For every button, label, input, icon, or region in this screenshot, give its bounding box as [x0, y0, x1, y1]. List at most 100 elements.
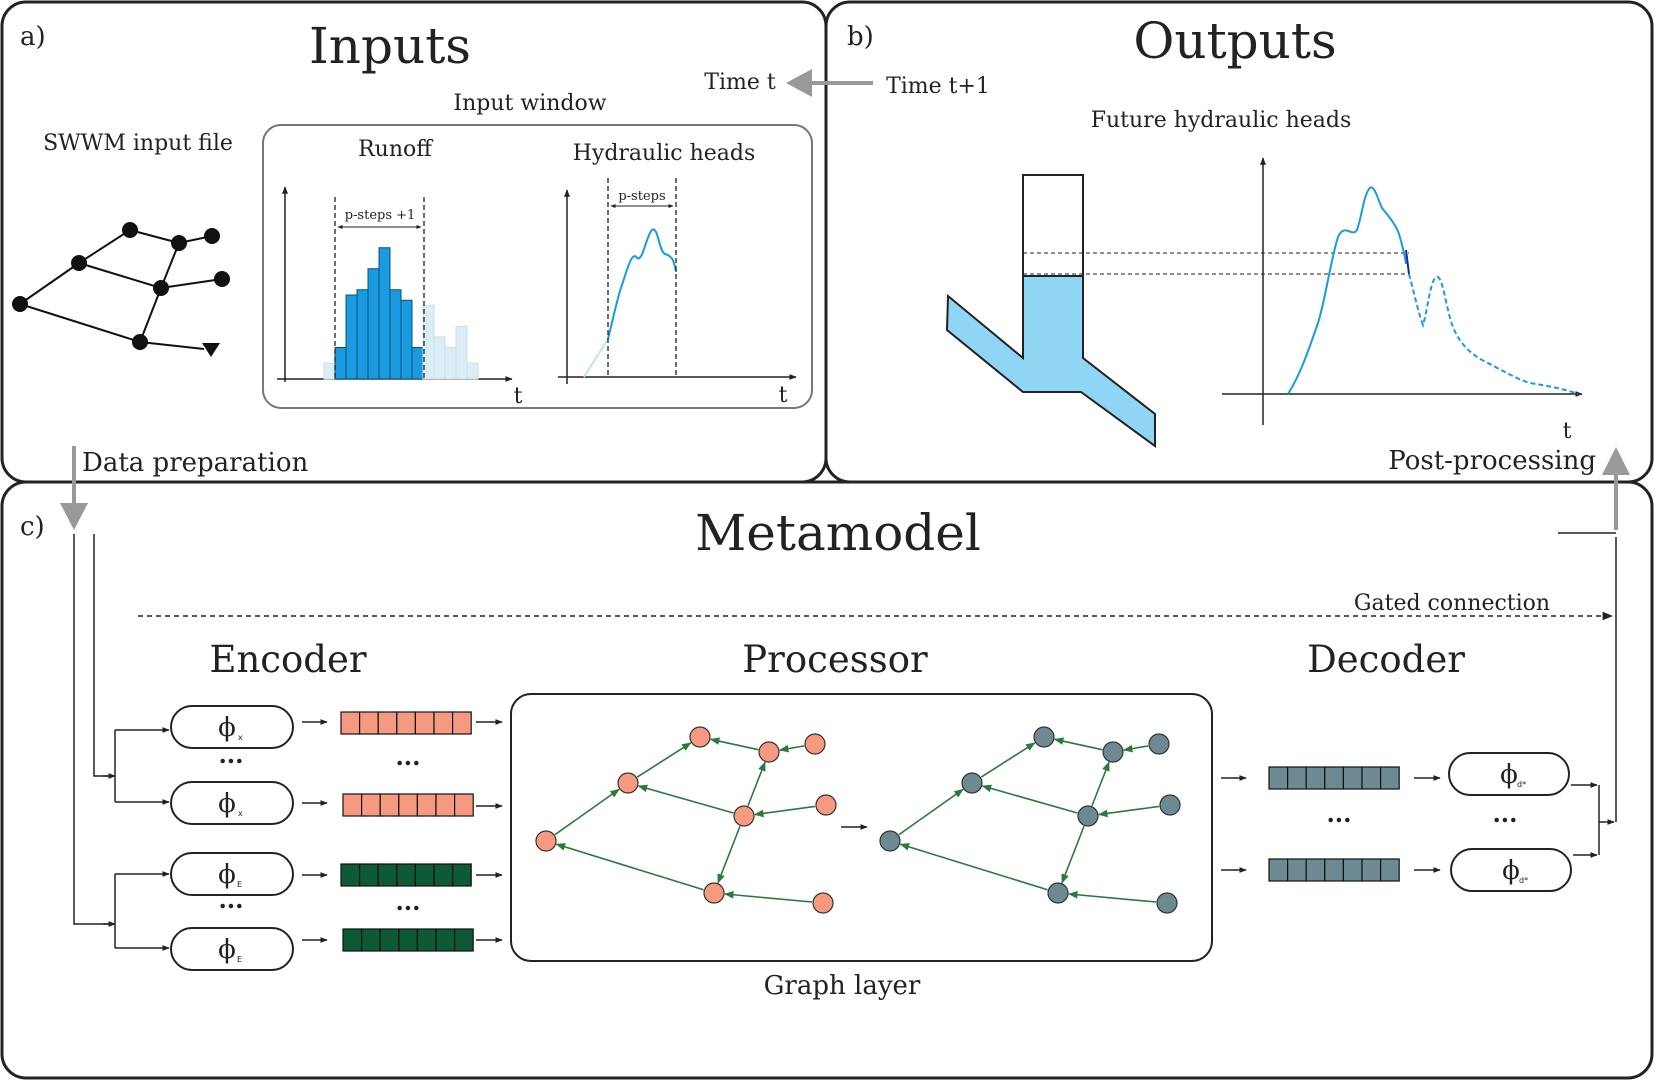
- encoder-arrows: [302, 719, 503, 943]
- decoder-vec-ellipsis: ...: [1326, 799, 1351, 828]
- processor-graph-input: [535, 726, 837, 914]
- feature-vector: [340, 711, 472, 735]
- gated-connection-label: Gated connection: [1354, 591, 1550, 616]
- feature-vector: [1268, 766, 1400, 790]
- future-heads-label: Future hydraulic heads: [1091, 108, 1352, 133]
- feature-vector-cell: [1268, 858, 1289, 882]
- swwm-network: [19, 229, 223, 350]
- time-t1-label: Time t+1: [886, 74, 990, 99]
- graph-edge: [1097, 805, 1160, 818]
- input-window-box: [262, 124, 813, 409]
- graph-node: [1102, 741, 1124, 763]
- feature-vector-cell: [361, 793, 381, 817]
- future-curve-forecast: [1408, 273, 1579, 395]
- encoder-phi-x-1: ϕ x: [170, 705, 294, 749]
- graph-node: [617, 772, 639, 794]
- feature-vector-cell: [342, 793, 363, 817]
- feature-vector-cell: [361, 928, 381, 952]
- data-prep-label: Data preparation: [82, 448, 309, 478]
- graph-edge: [1122, 744, 1149, 753]
- graph-node: [879, 830, 901, 852]
- feature-vector-cell: [1324, 858, 1345, 882]
- graph-edge: [723, 890, 813, 903]
- feature-vector-cell: [379, 928, 400, 952]
- svg-text:ϕ: ϕ: [218, 789, 236, 819]
- runoff-bar: [389, 289, 402, 380]
- graph-edge: [980, 742, 1036, 778]
- feature-vector-cell: [416, 928, 437, 952]
- feature-vector-cell: [1361, 766, 1382, 790]
- runoff-bar: [411, 347, 424, 380]
- feature-vector-cell: [1342, 766, 1363, 790]
- input-window-label: Input window: [453, 91, 606, 116]
- runoff-label: Runoff: [358, 137, 433, 162]
- feature-vector-cell: [1379, 766, 1400, 790]
- graph-node: [703, 882, 725, 904]
- feature-vector-cell: [340, 711, 361, 735]
- graph-node: [758, 741, 780, 763]
- feature-vector-cell: [379, 793, 400, 817]
- feature-vectors: [340, 711, 1400, 952]
- graph-edge: [981, 784, 1078, 814]
- encoder-phi-ellipsis-1: ...: [218, 740, 243, 769]
- graph-edge: [717, 825, 741, 884]
- graph-edge: [1061, 825, 1085, 884]
- graph-node: [1033, 726, 1055, 748]
- svg-text:E: E: [237, 955, 242, 964]
- runoff-bar: [323, 362, 336, 380]
- feature-vector-cell: [377, 863, 398, 887]
- panel-b-title: Outputs: [1133, 12, 1336, 70]
- processor-box: [510, 693, 1213, 962]
- svg-text:ϕ: ϕ: [218, 860, 236, 890]
- feature-vector-cell: [1342, 858, 1363, 882]
- decoder-phi-2: ϕ d*: [1450, 848, 1572, 892]
- processor-label: Processor: [742, 638, 928, 681]
- graph-node: [689, 726, 711, 748]
- time-t-label: Time t: [704, 70, 776, 95]
- svg-text:E: E: [237, 880, 242, 889]
- feature-vector-cell: [1305, 766, 1326, 790]
- manhole-shaft-empty: [1022, 174, 1084, 277]
- feature-vector-cell: [435, 793, 456, 817]
- encoder-phi-x-2: ϕ x: [170, 781, 294, 825]
- future-curve-observed: [1287, 186, 1407, 395]
- graph-edge: [637, 784, 734, 814]
- feature-vector-cell: [1268, 766, 1289, 790]
- graph-node: [733, 805, 755, 827]
- graph-edge: [778, 744, 805, 753]
- graph-node: [1159, 794, 1181, 816]
- decoder-arrows: [1221, 775, 1441, 873]
- graph-edge: [747, 761, 766, 807]
- graph-edge: [898, 788, 964, 836]
- runoff-bar: [356, 289, 369, 380]
- encoder-routing: [73, 534, 116, 948]
- runoff-axis-t: t: [514, 384, 523, 409]
- runoff-bar: [345, 294, 358, 380]
- graph-node: [815, 794, 837, 816]
- heads-curve: [607, 228, 677, 340]
- feature-vector-cell: [414, 711, 435, 735]
- feature-vector-cell: [1286, 858, 1307, 882]
- feature-vector-cell: [433, 711, 454, 735]
- runoff-bar: [334, 347, 347, 380]
- graph-node: [1156, 892, 1178, 914]
- graph-node: [804, 733, 826, 755]
- feature-vector-cell: [1324, 766, 1345, 790]
- runoff-bar: [455, 326, 468, 380]
- feature-vector-cell: [416, 793, 437, 817]
- panel-c-label: c): [20, 512, 45, 542]
- runoff-bar: [378, 247, 391, 380]
- feature-vector-cell: [414, 863, 435, 887]
- encoder-vec-ellipsis-2: ...: [395, 887, 420, 916]
- feature-vector-cell: [452, 711, 472, 735]
- feature-vector-cell: [377, 711, 398, 735]
- panel-c-title: Metamodel: [695, 504, 981, 562]
- graph-edge: [1091, 761, 1110, 807]
- svg-text:ϕ: ϕ: [218, 935, 236, 965]
- graph-node: [1148, 733, 1170, 755]
- decoder-phi-ellipsis: ...: [1492, 799, 1517, 828]
- feature-vector: [342, 793, 474, 817]
- feature-vector-cell: [359, 711, 379, 735]
- runoff-bar: [444, 347, 457, 380]
- svg-text:x: x: [238, 809, 243, 818]
